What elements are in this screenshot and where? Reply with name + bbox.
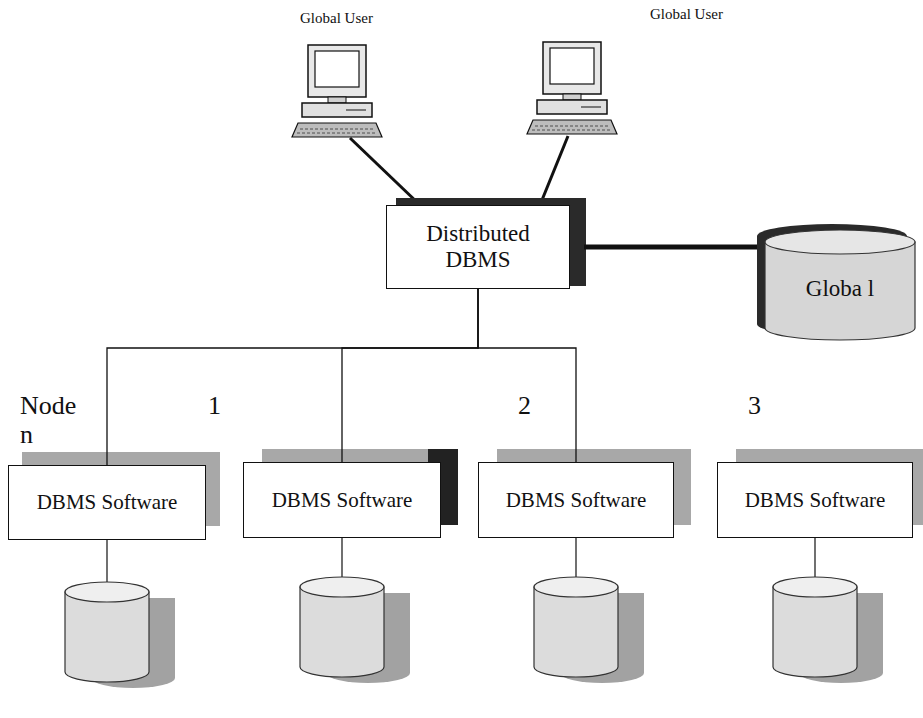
dbms-box: Distributed DBMS xyxy=(386,205,570,289)
node-label: Node n xyxy=(20,392,86,449)
node-number: 2 xyxy=(518,392,548,421)
node-text: Distributed DBMS xyxy=(397,221,559,274)
bus-connector xyxy=(107,289,478,465)
database-cylinder xyxy=(300,577,410,683)
local-dbms-box: DBMS Software xyxy=(8,465,206,540)
computer-icon xyxy=(527,42,617,134)
node-text: DBMS Software xyxy=(37,490,178,514)
node-number: 1 xyxy=(208,392,238,421)
database-cylinder xyxy=(65,582,175,688)
bus-connector xyxy=(342,289,478,462)
node-text: Globa l xyxy=(806,276,874,302)
node-text: DBMS Software xyxy=(745,488,886,512)
user-label: Global User xyxy=(650,6,760,23)
database-cylinder xyxy=(773,577,883,683)
user-label: Global User xyxy=(300,10,410,27)
node-text: DBMS Software xyxy=(272,488,413,512)
local-dbms-box: DBMS Software xyxy=(717,462,913,538)
storage-link xyxy=(575,538,576,580)
local-dbms-box: DBMS Software xyxy=(243,462,441,538)
node-number: 3 xyxy=(748,392,778,421)
storage-link xyxy=(341,538,342,580)
catalog-link xyxy=(584,245,765,250)
database-cylinder xyxy=(534,577,644,683)
computer-icon xyxy=(292,45,382,137)
user-link xyxy=(540,136,568,205)
bus-connector xyxy=(478,289,576,462)
storage-link xyxy=(106,540,107,585)
storage-link xyxy=(814,538,815,580)
bus-connector xyxy=(584,246,717,247)
node-text: DBMS Software xyxy=(506,488,647,512)
local-dbms-box: DBMS Software xyxy=(478,462,674,538)
global-catalog-cylinder: Globa l xyxy=(765,226,915,340)
user-link xyxy=(350,138,420,205)
